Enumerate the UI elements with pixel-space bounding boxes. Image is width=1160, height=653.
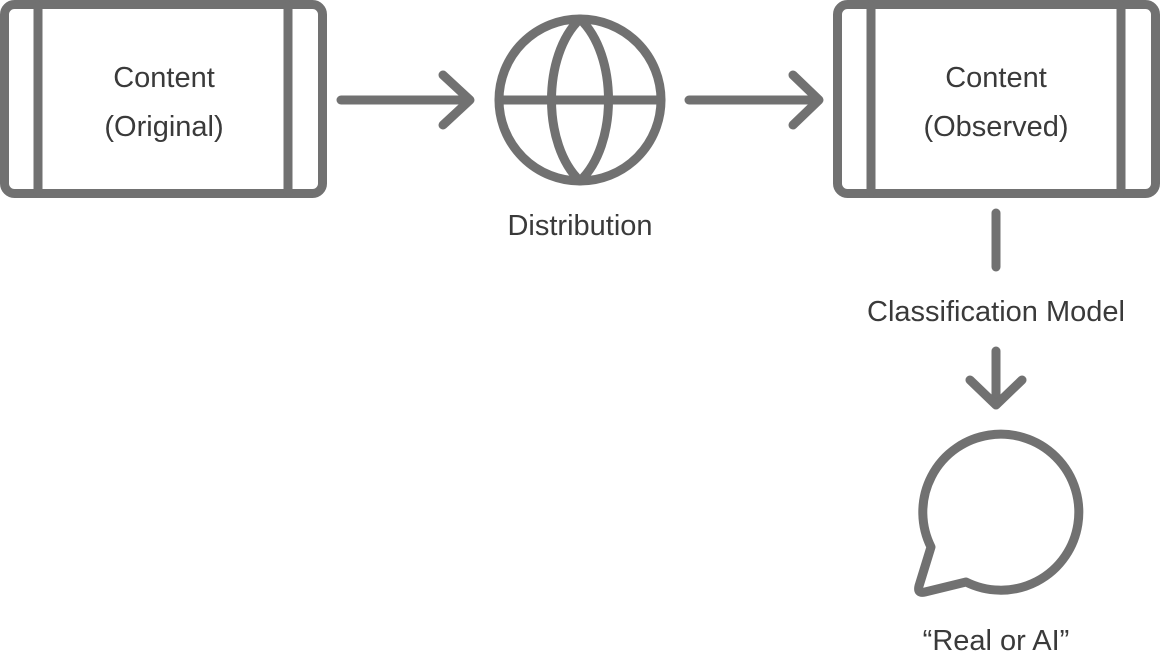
content-original-subtitle: (Original): [104, 111, 223, 143]
arrow-original-to-distribution: [336, 70, 475, 130]
classification-model-label: Classification Model: [867, 296, 1125, 328]
content-original-title: Content: [113, 62, 215, 94]
speech-bubble-icon: [914, 429, 1084, 597]
content-observed-node: Content (Observed): [833, 0, 1160, 198]
content-original-frame: [0, 0, 327, 198]
globe-icon: [494, 14, 666, 186]
distribution-label: Distribution: [507, 210, 652, 242]
content-original-node: Content (Original): [0, 0, 327, 198]
content-observed-frame: [833, 0, 1160, 198]
content-observed-subtitle: (Observed): [923, 111, 1068, 143]
arrow-distribution-to-observed: [684, 70, 824, 130]
content-observed-title: Content: [945, 62, 1047, 94]
arrow-classifier-to-result: [965, 346, 1027, 410]
result-label: “Real or AI”: [923, 625, 1070, 653]
